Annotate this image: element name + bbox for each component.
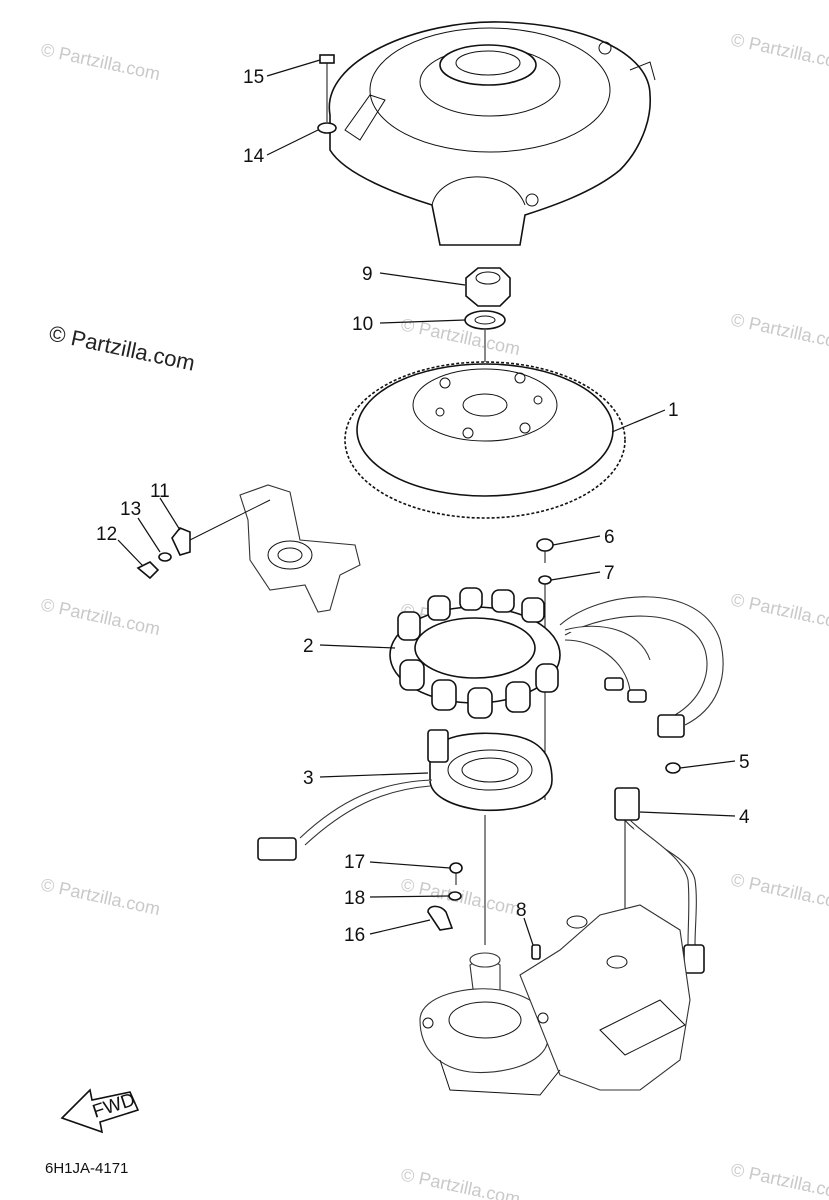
watermark: © Partzilla.com — [399, 1164, 522, 1200]
callout-8: 8 — [516, 900, 527, 921]
woodruff-key — [531, 944, 541, 960]
callout-9: 9 — [362, 264, 373, 285]
watermark: © Partzilla.com — [729, 1159, 829, 1200]
stator-coils — [397, 587, 559, 719]
callout-17: 17 — [344, 852, 365, 873]
callout-11: 11 — [150, 481, 170, 502]
callout-1: 1 — [668, 400, 679, 421]
callout-7: 7 — [604, 563, 615, 584]
clamp-fasteners — [427, 862, 463, 931]
callout-15: 15 — [243, 67, 264, 88]
flywheel-cover — [328, 21, 656, 246]
callout-12: 12 — [96, 524, 117, 545]
callout-14: 14 — [243, 146, 265, 167]
callout-10: 10 — [352, 314, 373, 335]
watermark: © Partzilla.com — [729, 309, 829, 354]
forward-direction-arrow: FWD — [60, 1088, 140, 1134]
watermark-prominent: © Partzilla.com — [47, 320, 197, 375]
crankcase — [419, 904, 691, 1096]
callout-2: 2 — [303, 636, 314, 657]
flywheel-nut — [465, 267, 511, 307]
watermark: © Partzilla.com — [729, 869, 829, 914]
mount-bracket — [239, 484, 361, 613]
diagram-part-code: 6H1JA-4171 — [45, 1160, 128, 1177]
cover-bolt — [317, 54, 337, 134]
callout-numbers: 1 2 3 4 5 6 7 8 9 10 11 12 13 14 15 16 1… — [96, 67, 750, 946]
callout-3: 3 — [303, 768, 314, 789]
watermark: © Partzilla.com — [729, 29, 829, 74]
watermark: © Partzilla.com — [39, 874, 162, 919]
stator — [389, 587, 724, 738]
callout-13: 13 — [120, 499, 141, 520]
callout-5: 5 — [739, 752, 750, 773]
callout-6: 6 — [604, 527, 615, 548]
leader-lines — [117, 59, 736, 946]
watermark: © Partzilla.com — [39, 594, 162, 639]
callout-18: 18 — [344, 888, 365, 909]
callout-16: 16 — [344, 925, 365, 946]
watermark: © Partzilla.com — [39, 39, 162, 84]
callout-4: 4 — [739, 807, 750, 828]
cdi-connector — [614, 762, 705, 1010]
flywheel — [344, 361, 626, 519]
pulser-coil — [257, 729, 553, 861]
watermark: © Partzilla.com — [729, 589, 829, 634]
flywheel-washer — [464, 310, 506, 330]
